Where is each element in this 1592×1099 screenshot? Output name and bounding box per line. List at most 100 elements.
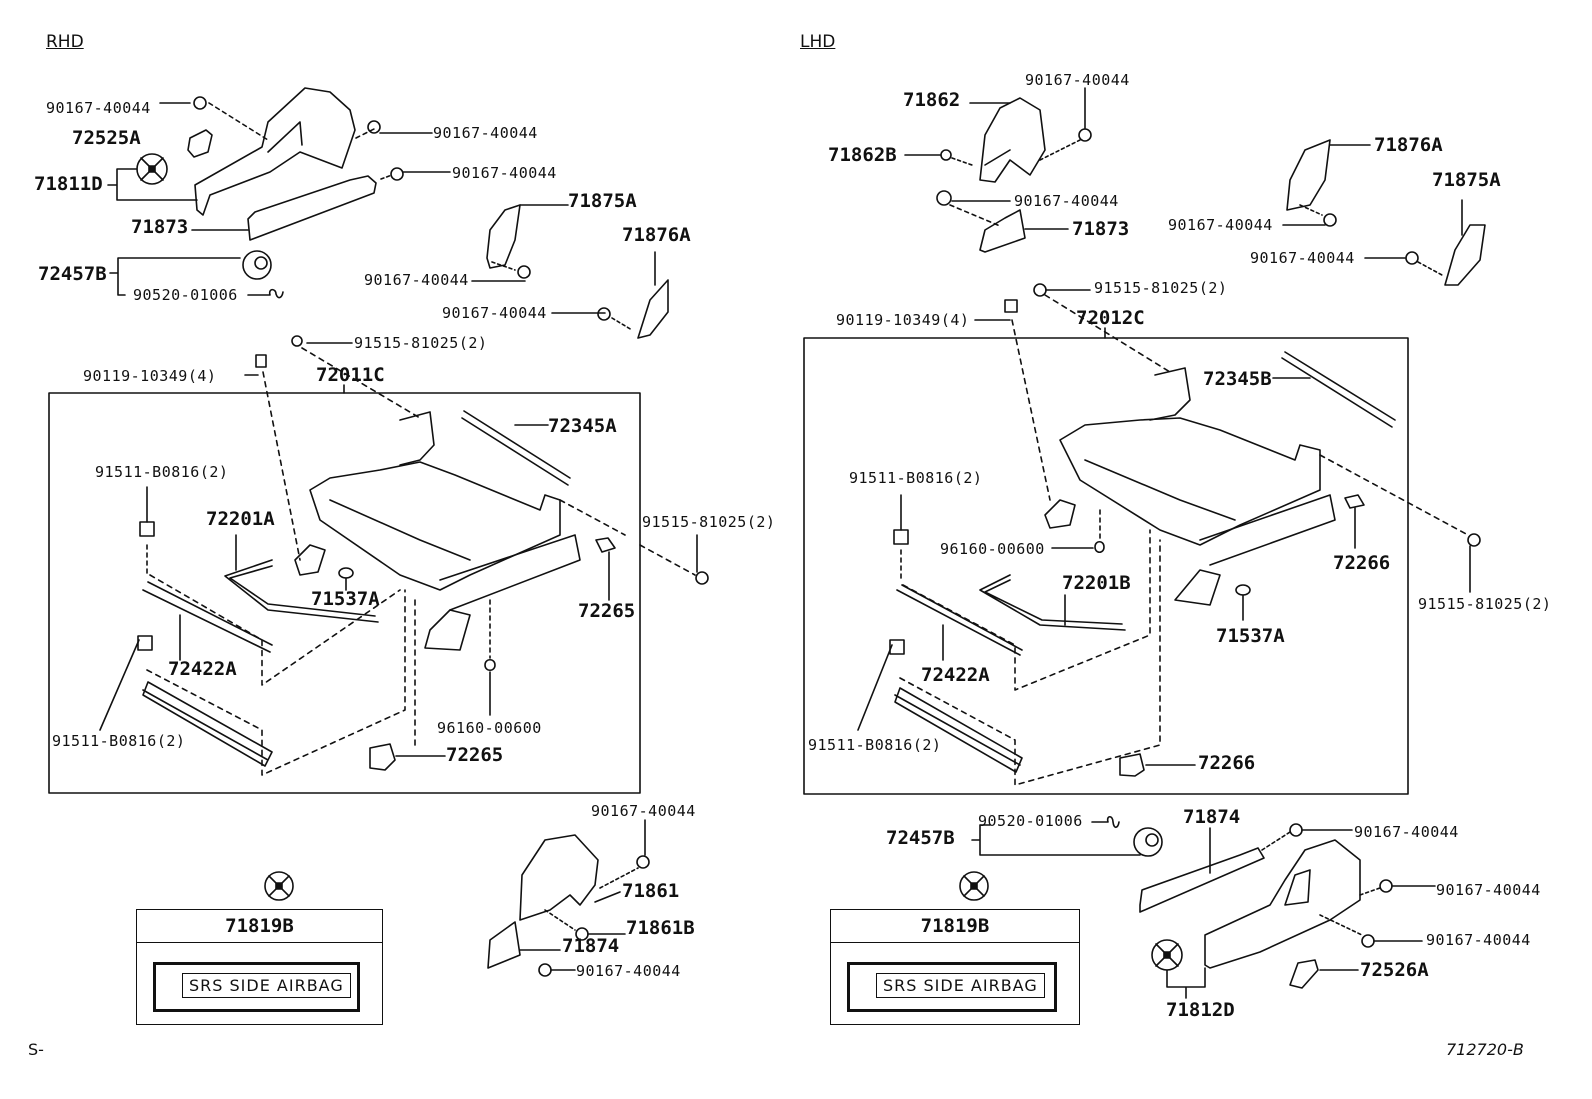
part-label[interactable]: 71537A [1216, 625, 1285, 647]
part-label[interactable]: 72345B [1203, 368, 1272, 390]
rhd-leader-dashed [208, 102, 269, 141]
part-label[interactable]: 71812D [1166, 999, 1235, 1021]
part-label[interactable]: 72265 [446, 744, 504, 766]
part-label[interactable]: 72525A [72, 127, 141, 149]
rhd-knob [242, 250, 272, 280]
rhd-seat-frame [294, 411, 581, 651]
part-label[interactable]: 72422A [921, 664, 990, 686]
part-label[interactable]: 90167-40044 [1436, 881, 1541, 899]
part-label[interactable]: 90167-40044 [591, 802, 696, 820]
airbag-card-frame: SRS SIDE AIRBAG [153, 962, 360, 1012]
part-label[interactable]: 71861 [622, 880, 680, 902]
part-label[interactable]: 71875A [1432, 169, 1501, 191]
rhd-cover-right [595, 537, 616, 553]
part-label[interactable]: 72526A [1360, 959, 1429, 981]
lhd-cap [1235, 584, 1251, 596]
lhd-inner-lower [979, 209, 1026, 253]
rhd-bracket-a [486, 204, 521, 269]
part-label[interactable]: 91511-B0816(2) [849, 469, 983, 487]
part-label[interactable]: 71862B [828, 144, 897, 166]
part-label[interactable]: 72265 [578, 600, 636, 622]
lhd-inner-shield [979, 97, 1046, 183]
rhd-inner-shield [519, 834, 599, 921]
part-label[interactable]: 72012C [1076, 307, 1145, 329]
part-label[interactable]: 91515-81025(2) [354, 334, 488, 352]
part-label[interactable]: 90167-40044 [1354, 823, 1459, 841]
part-label[interactable]: 90119-10349(4) [83, 367, 217, 385]
lhd-shield-lower [1139, 847, 1265, 913]
lhd-inner-clip [940, 149, 952, 161]
part-label[interactable]: 96160-00600 [437, 719, 542, 737]
rhd-clip [247, 288, 284, 299]
part-label[interactable]: 90167-40044 [433, 124, 538, 142]
part-label[interactable]: 90520-01006 [978, 812, 1083, 830]
part-label[interactable]: 91511-B0816(2) [52, 732, 186, 750]
lhd-frame-box [803, 337, 1409, 795]
lhd-knob-cover [1289, 959, 1319, 989]
lhd-cover-right [1344, 494, 1365, 509]
part-label[interactable]: 72345A [548, 415, 617, 437]
part-label[interactable]: 71876A [1374, 134, 1443, 156]
part-label[interactable]: 71811D [34, 173, 103, 195]
part-label[interactable]: 90167-40044 [576, 962, 681, 980]
rhd-spring [224, 559, 379, 623]
part-label[interactable]: 71874 [1183, 806, 1241, 828]
part-label[interactable]: 90167-40044 [1250, 249, 1355, 267]
part-label[interactable]: 90167-40044 [1426, 931, 1531, 949]
part-label[interactable]: 72011C [316, 364, 385, 386]
part-label[interactable]: 91511-B0816(2) [808, 736, 942, 754]
footer-left-code: S- [28, 1040, 44, 1059]
part-label[interactable]: 91515-81025(2) [1418, 595, 1552, 613]
rhd-bracket-b [637, 279, 669, 339]
part-label[interactable]: 90167-40044 [1025, 71, 1130, 89]
part-label[interactable]: 72201A [206, 508, 275, 530]
part-label[interactable]: 90167-40044 [442, 304, 547, 322]
rhd-rod [461, 410, 571, 486]
part-label[interactable]: 71861B [626, 917, 695, 939]
rhd-cap [338, 567, 354, 579]
part-label[interactable]: 72266 [1198, 752, 1256, 774]
part-label[interactable]: 71876A [622, 224, 691, 246]
rhd-bolts [193, 96, 611, 368]
part-label[interactable]: 91511-B0816(2) [95, 463, 229, 481]
part-label[interactable]: 90167-40044 [1168, 216, 1273, 234]
part-label[interactable]: 71873 [1072, 218, 1130, 240]
lhd-seat-frame [1044, 367, 1336, 606]
part-label[interactable]: 72457B [886, 827, 955, 849]
part-label[interactable]: 72457B [38, 263, 107, 285]
part-label[interactable]: 71875A [568, 190, 637, 212]
part-label[interactable]: 90167-40044 [364, 271, 469, 289]
rhd-rail-bar [142, 581, 273, 653]
rhd-bolt-upper [139, 521, 155, 537]
lhd-airbag-label-card[interactable]: 71819B SRS SIDE AIRBAG [830, 909, 1080, 1025]
lhd-clip [1091, 815, 1120, 829]
part-label[interactable]: 91515-81025(2) [642, 513, 776, 531]
part-label[interactable]: 72422A [168, 658, 237, 680]
part-label[interactable]: 90167-40044 [1014, 192, 1119, 210]
rhd-inner-lower [487, 921, 521, 969]
part-label[interactable]: 71874 [562, 935, 620, 957]
lhd-bracket-a [1444, 224, 1486, 286]
rhd-heading: RHD [46, 32, 84, 52]
part-label[interactable]: 90167-40044 [46, 99, 151, 117]
part-label[interactable]: 71537A [311, 588, 380, 610]
part-label[interactable]: 71862 [903, 89, 961, 111]
airbag-card-text: SRS SIDE AIRBAG [182, 973, 351, 998]
rhd-cover-bottom [369, 743, 396, 771]
part-label[interactable]: 90167-40044 [452, 164, 557, 182]
part-label[interactable]: 90119-10349(4) [836, 311, 970, 329]
drawing-number: 712720-B [1446, 1040, 1524, 1059]
part-label[interactable]: 96160-00600 [940, 540, 1045, 558]
rhd-nut [484, 658, 496, 672]
part-label[interactable]: 71873 [131, 216, 189, 238]
part-label[interactable]: 90520-01006 [133, 286, 238, 304]
airbag-card-frame: SRS SIDE AIRBAG [847, 962, 1057, 1012]
part-label[interactable]: 72201B [1062, 572, 1131, 594]
rhd-airbag-label-card[interactable]: 71819B SRS SIDE AIRBAG [136, 909, 383, 1025]
rhd-airbag-mark [136, 153, 168, 185]
part-label[interactable]: 91515-81025(2) [1094, 279, 1228, 297]
part-label[interactable]: 72266 [1333, 552, 1391, 574]
rhd-card-airbag-mark [264, 871, 294, 901]
lhd-knob [1133, 827, 1163, 857]
